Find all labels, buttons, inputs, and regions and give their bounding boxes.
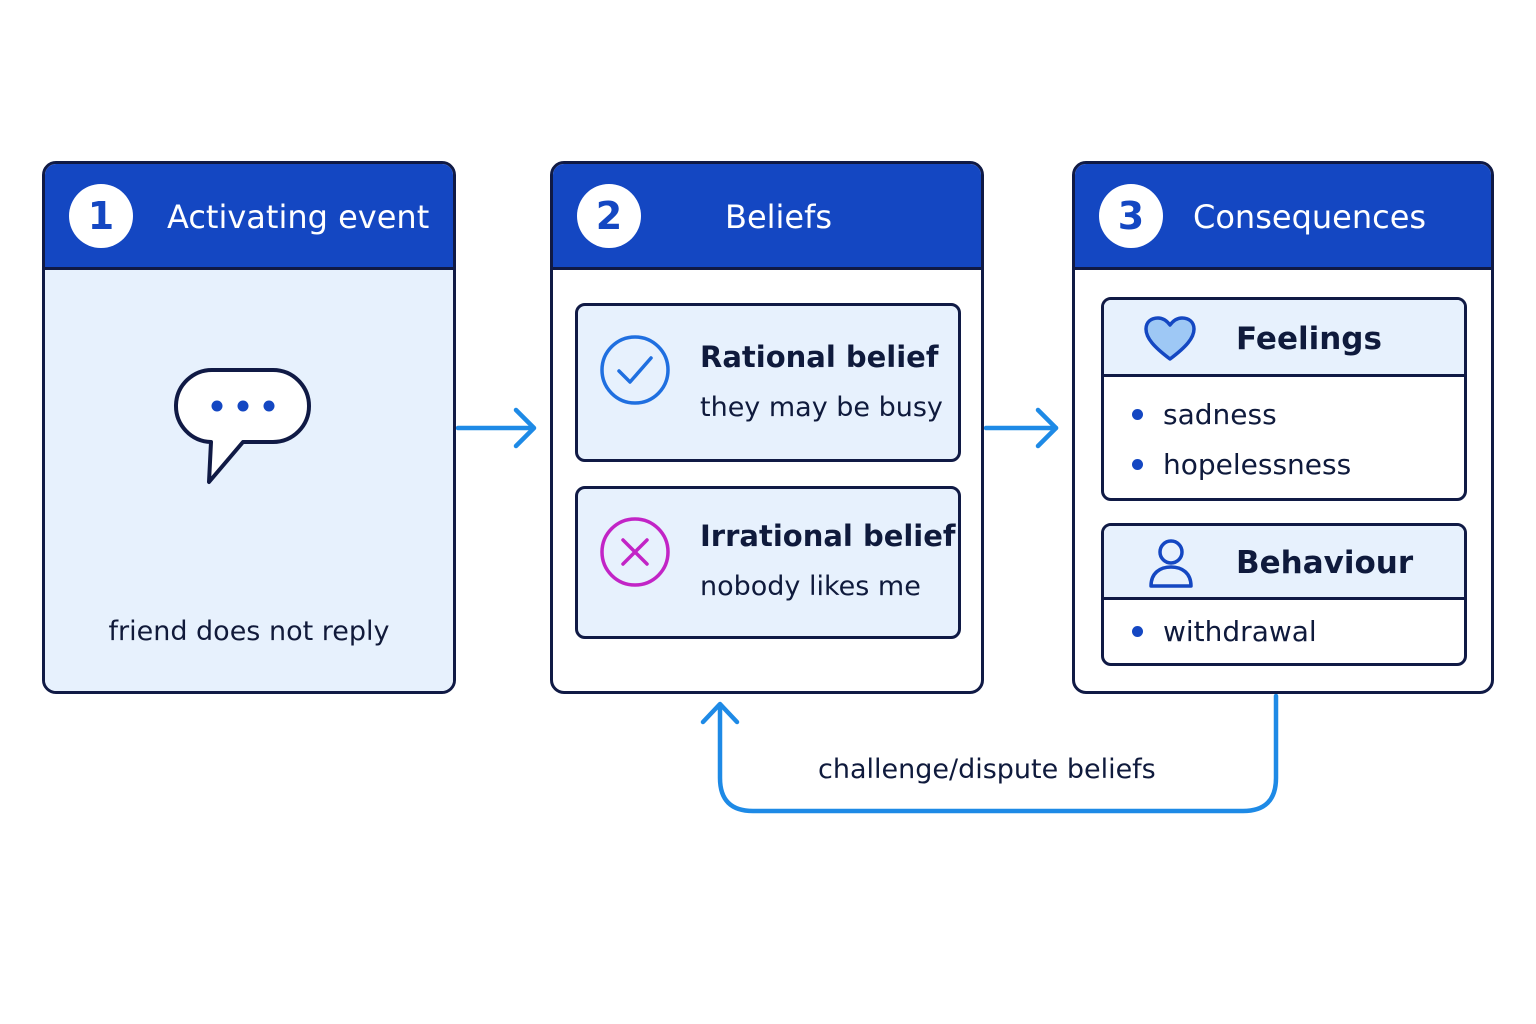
bullet-dot (1132, 459, 1143, 470)
bullet-dot (1132, 409, 1143, 420)
activating-event-panel: 1 Activating event friend does not reply (42, 161, 456, 694)
feelings-title: Feelings (1236, 320, 1382, 357)
consequences-panel: 3 Consequences Feelings sadness hopeless… (1072, 161, 1494, 694)
step-number-badge: 1 (69, 184, 133, 248)
behaviour-card: Behaviour withdrawal (1101, 523, 1467, 666)
heart-icon (1144, 316, 1196, 361)
beliefs-title: Beliefs (725, 198, 833, 236)
feeling-item-text: hopelessness (1163, 448, 1352, 481)
arrow-b-to-c (983, 407, 1059, 449)
activating-event-title: Activating event (167, 198, 430, 236)
rational-belief-text: they may be busy (700, 392, 943, 423)
feeling-item: hopelessness (1132, 448, 1351, 481)
rational-belief-title: Rational belief (700, 340, 939, 374)
arrow-a-to-b (455, 407, 537, 449)
check-circle-icon (600, 335, 670, 405)
beliefs-header: 2 Beliefs (553, 164, 981, 270)
activating-event-header: 1 Activating event (45, 164, 453, 270)
person-icon (1149, 539, 1193, 588)
irrational-belief-title: Irrational belief (700, 519, 956, 553)
rational-belief-card: Rational belief they may be busy (575, 303, 961, 462)
consequences-title: Consequences (1193, 198, 1427, 236)
behaviour-item: withdrawal (1132, 615, 1317, 648)
consequences-header: 3 Consequences (1075, 164, 1491, 270)
bullet-dot (1132, 626, 1143, 637)
feelings-header: Feelings (1104, 300, 1464, 377)
step-number-badge: 3 (1099, 184, 1163, 248)
dispute-loop-label: challenge/dispute beliefs (818, 754, 1156, 785)
irrational-belief-text: nobody likes me (700, 571, 921, 602)
behaviour-item-text: withdrawal (1163, 615, 1317, 648)
feeling-item-text: sadness (1163, 398, 1277, 431)
speech-bubble-icon (174, 367, 311, 484)
step-number-badge: 2 (577, 184, 641, 248)
irrational-belief-card: Irrational belief nobody likes me (575, 486, 961, 639)
feeling-item: sadness (1132, 398, 1277, 431)
x-circle-icon (600, 517, 670, 587)
activating-event-text: friend does not reply (108, 616, 390, 647)
behaviour-header: Behaviour (1104, 526, 1464, 600)
activating-event-body: friend does not reply (45, 270, 453, 691)
feelings-card: Feelings sadness hopelessness (1101, 297, 1467, 501)
behaviour-title: Behaviour (1236, 545, 1414, 581)
dispute-loop-arrow (700, 693, 1279, 814)
beliefs-panel: 2 Beliefs Rational belief they may be bu… (550, 161, 984, 694)
